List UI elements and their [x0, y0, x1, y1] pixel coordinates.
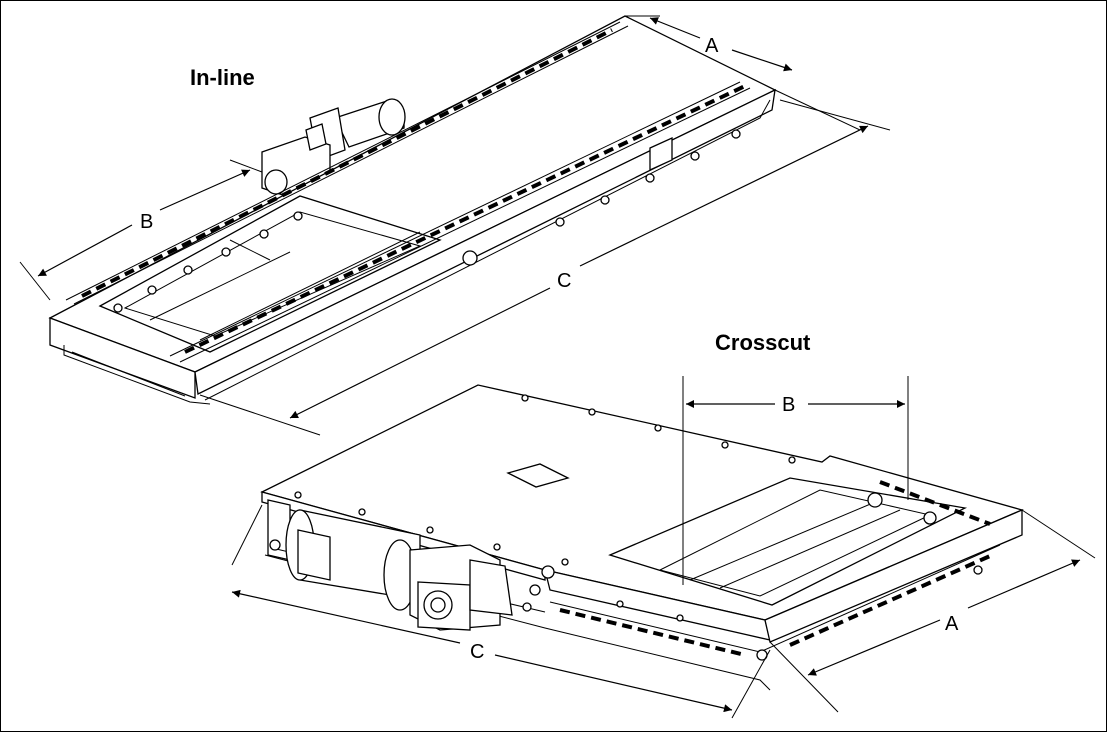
crosscut-bolts: [269, 394, 983, 661]
crosscut-gate: B A C Crosscut: [231, 330, 1096, 719]
inline-dim-a: A: [705, 35, 719, 57]
crosscut-dim-a: A: [945, 613, 959, 635]
inline-gate: A B C In-line: [19, 15, 891, 436]
crosscut-dim-c: C: [470, 641, 484, 663]
inline-dim-b: B: [140, 211, 153, 233]
inline-dim-c: C: [557, 270, 571, 292]
inline-title: In-line: [190, 65, 255, 90]
inline-rail-front: [169, 81, 751, 363]
inline-bolts: [113, 129, 741, 313]
inline-rail-back: [65, 21, 629, 305]
crosscut-title: Crosscut: [715, 330, 811, 355]
crosscut-dim-b: B: [782, 394, 795, 416]
crosscut-motor: [285, 509, 555, 631]
